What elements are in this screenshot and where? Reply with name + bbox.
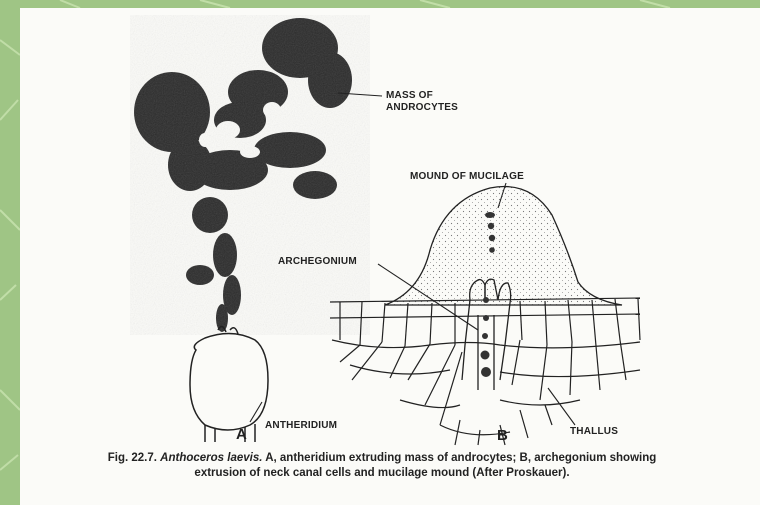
figure-caption: Fig. 22.7. Anthoceros laevis. A, antheri…	[22, 451, 742, 481]
panel-letter-a: A	[236, 426, 247, 443]
androcyte-mass	[130, 15, 370, 335]
caption-species: Anthoceros laevis.	[160, 452, 262, 464]
label-androcytes: ANDROCYTES	[386, 102, 458, 113]
caption-line-1: Fig. 22.7. Anthoceros laevis. A, antheri…	[22, 451, 742, 466]
mucilage-mound	[385, 187, 622, 305]
archegonium-canal-cells	[481, 297, 492, 377]
caption-text-1: A, antheridium extruding mass of androcy…	[265, 452, 656, 464]
label-mound-of-mucilage: MOUND OF MUCILAGE	[410, 171, 524, 182]
label-mass-of: MASS OF	[386, 90, 433, 101]
caption-line-2: extrusion of neck canal cells and mucila…	[22, 466, 742, 481]
caption-fig-number: Fig. 22.7.	[108, 452, 157, 464]
label-archegonium: ARCHEGONIUM	[278, 256, 357, 267]
label-antheridium: ANTHERIDIUM	[265, 420, 337, 431]
panel-letter-b: B	[497, 427, 508, 444]
antheridium	[190, 326, 268, 442]
label-thallus: THALLUS	[570, 426, 618, 437]
